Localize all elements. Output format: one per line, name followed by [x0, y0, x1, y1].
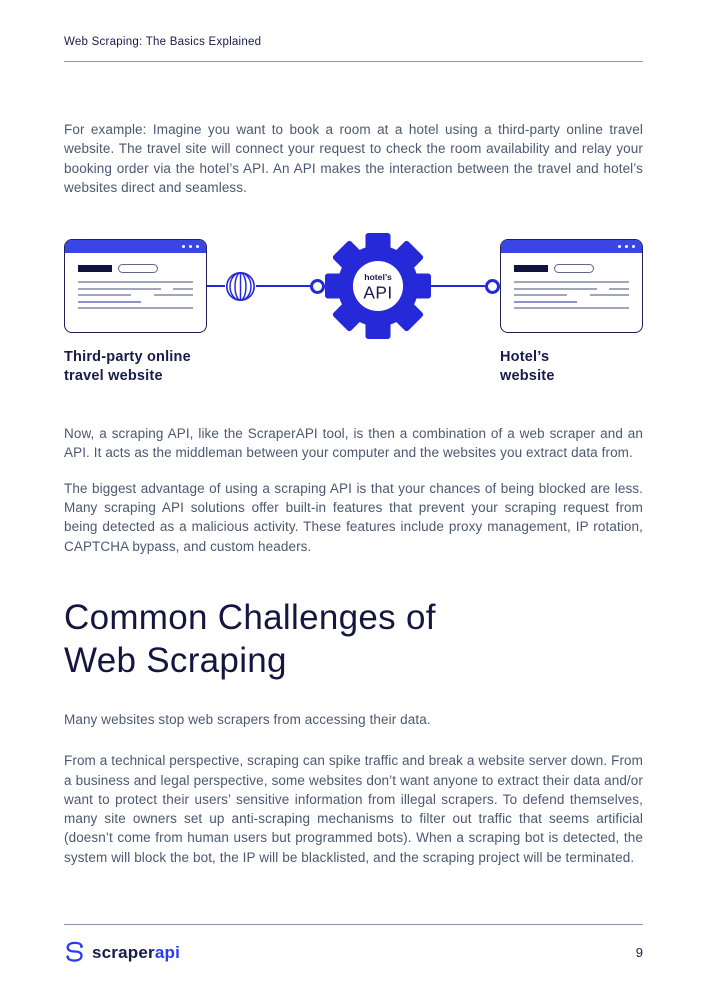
browser-titlebar	[501, 240, 642, 254]
skeleton-logo-block	[78, 265, 112, 273]
skeleton-line	[78, 294, 131, 297]
section-heading: Common Challenges of Web Scraping	[64, 596, 643, 682]
label-line: travel website	[64, 368, 163, 385]
skeleton-logo-row	[78, 264, 193, 274]
browser-titlebar	[65, 240, 206, 254]
footer-row: scraperapi 9	[64, 941, 643, 964]
skeleton-line	[78, 281, 193, 284]
browser-window-hotel-site	[500, 239, 643, 334]
skeleton-line-row	[78, 287, 193, 290]
browser-content	[65, 253, 206, 310]
skeleton-line-row	[514, 294, 629, 297]
logo-text-api: api	[154, 942, 181, 962]
api-diagram: hotel’s API	[64, 233, 643, 386]
label-line: website	[500, 368, 555, 385]
skeleton-line	[78, 307, 193, 310]
page-body: For example: Imagine you want to book a …	[64, 120, 643, 867]
paragraph-api-example: For example: Imagine you want to book a …	[64, 122, 643, 195]
gear-label-main: API	[363, 283, 392, 303]
connector-node	[485, 278, 500, 294]
paragraph-scraping-api: Now, a scraping API, like the ScraperAPI…	[64, 426, 643, 461]
window-dot	[624, 244, 628, 249]
running-header-title: Web Scraping: The Basics Explained	[64, 36, 262, 48]
gear-label-small: hotel’s	[364, 272, 392, 282]
skeleton-line	[153, 294, 193, 297]
page-footer: scraperapi 9	[64, 924, 643, 964]
connector-node	[310, 278, 325, 294]
skeleton-line	[173, 287, 193, 290]
skeleton-line	[514, 281, 629, 284]
skeleton-line	[514, 307, 629, 310]
browser-content	[501, 253, 642, 310]
skeleton-line-row	[78, 294, 193, 297]
heading-line: Web Scraping	[64, 640, 287, 680]
skeleton-line-link	[78, 300, 142, 303]
skeleton-search-pill	[118, 264, 158, 274]
scraperapi-s-icon	[66, 941, 83, 962]
paragraph-anti-scraping: From a technical perspective, scraping c…	[64, 753, 643, 865]
diagram-labels: Third-party online travel website Hotel’…	[64, 348, 643, 386]
header-divider	[64, 61, 643, 62]
api-diagram-row: hotel’s API	[64, 233, 643, 340]
logo-wordmark: scraperapi	[92, 943, 180, 963]
page-number: 9	[635, 945, 643, 960]
skeleton-logo-row	[514, 264, 629, 274]
skeleton-line	[78, 287, 161, 290]
skeleton-line	[589, 294, 629, 297]
skeleton-line	[609, 287, 629, 290]
window-dot	[617, 244, 621, 249]
connector-line	[256, 285, 310, 287]
label-hotel-website: Hotel’s website	[500, 348, 643, 386]
connector-right	[431, 239, 500, 333]
connector-line	[207, 285, 225, 287]
browser-window-travel-site	[64, 239, 207, 334]
skeleton-search-pill	[554, 264, 594, 274]
skeleton-line	[514, 294, 567, 297]
page-header: Web Scraping: The Basics Explained	[64, 0, 643, 62]
scraperapi-logo: scraperapi	[64, 941, 180, 964]
label-line: Third-party online	[64, 349, 191, 366]
label-line: Hotel’s	[500, 349, 550, 366]
window-dot	[181, 244, 185, 249]
paragraph-scraping-api-advantage: The biggest advantage of using a scrapin…	[64, 480, 643, 554]
skeleton-line-row	[514, 287, 629, 290]
globe-icon	[226, 271, 255, 301]
skeleton-line-link	[514, 300, 578, 303]
window-dot	[631, 244, 635, 249]
gear-icon: hotel’s API	[325, 233, 431, 340]
heading-line: Common Challenges of	[64, 597, 436, 637]
paragraph-websites-stop-scrapers: Many websites stop web scrapers from acc…	[64, 711, 431, 727]
footer-divider	[64, 924, 643, 925]
logo-text-scraper: scraper	[92, 942, 155, 962]
connector-left	[207, 239, 325, 333]
skeleton-logo-block	[514, 265, 548, 273]
window-dot	[195, 244, 199, 249]
skeleton-line	[514, 287, 597, 290]
window-dot	[188, 244, 192, 249]
label-travel-website: Third-party online travel website	[64, 348, 384, 386]
hotels-api-gear: hotel’s API	[325, 233, 431, 340]
connector-line	[431, 285, 485, 287]
